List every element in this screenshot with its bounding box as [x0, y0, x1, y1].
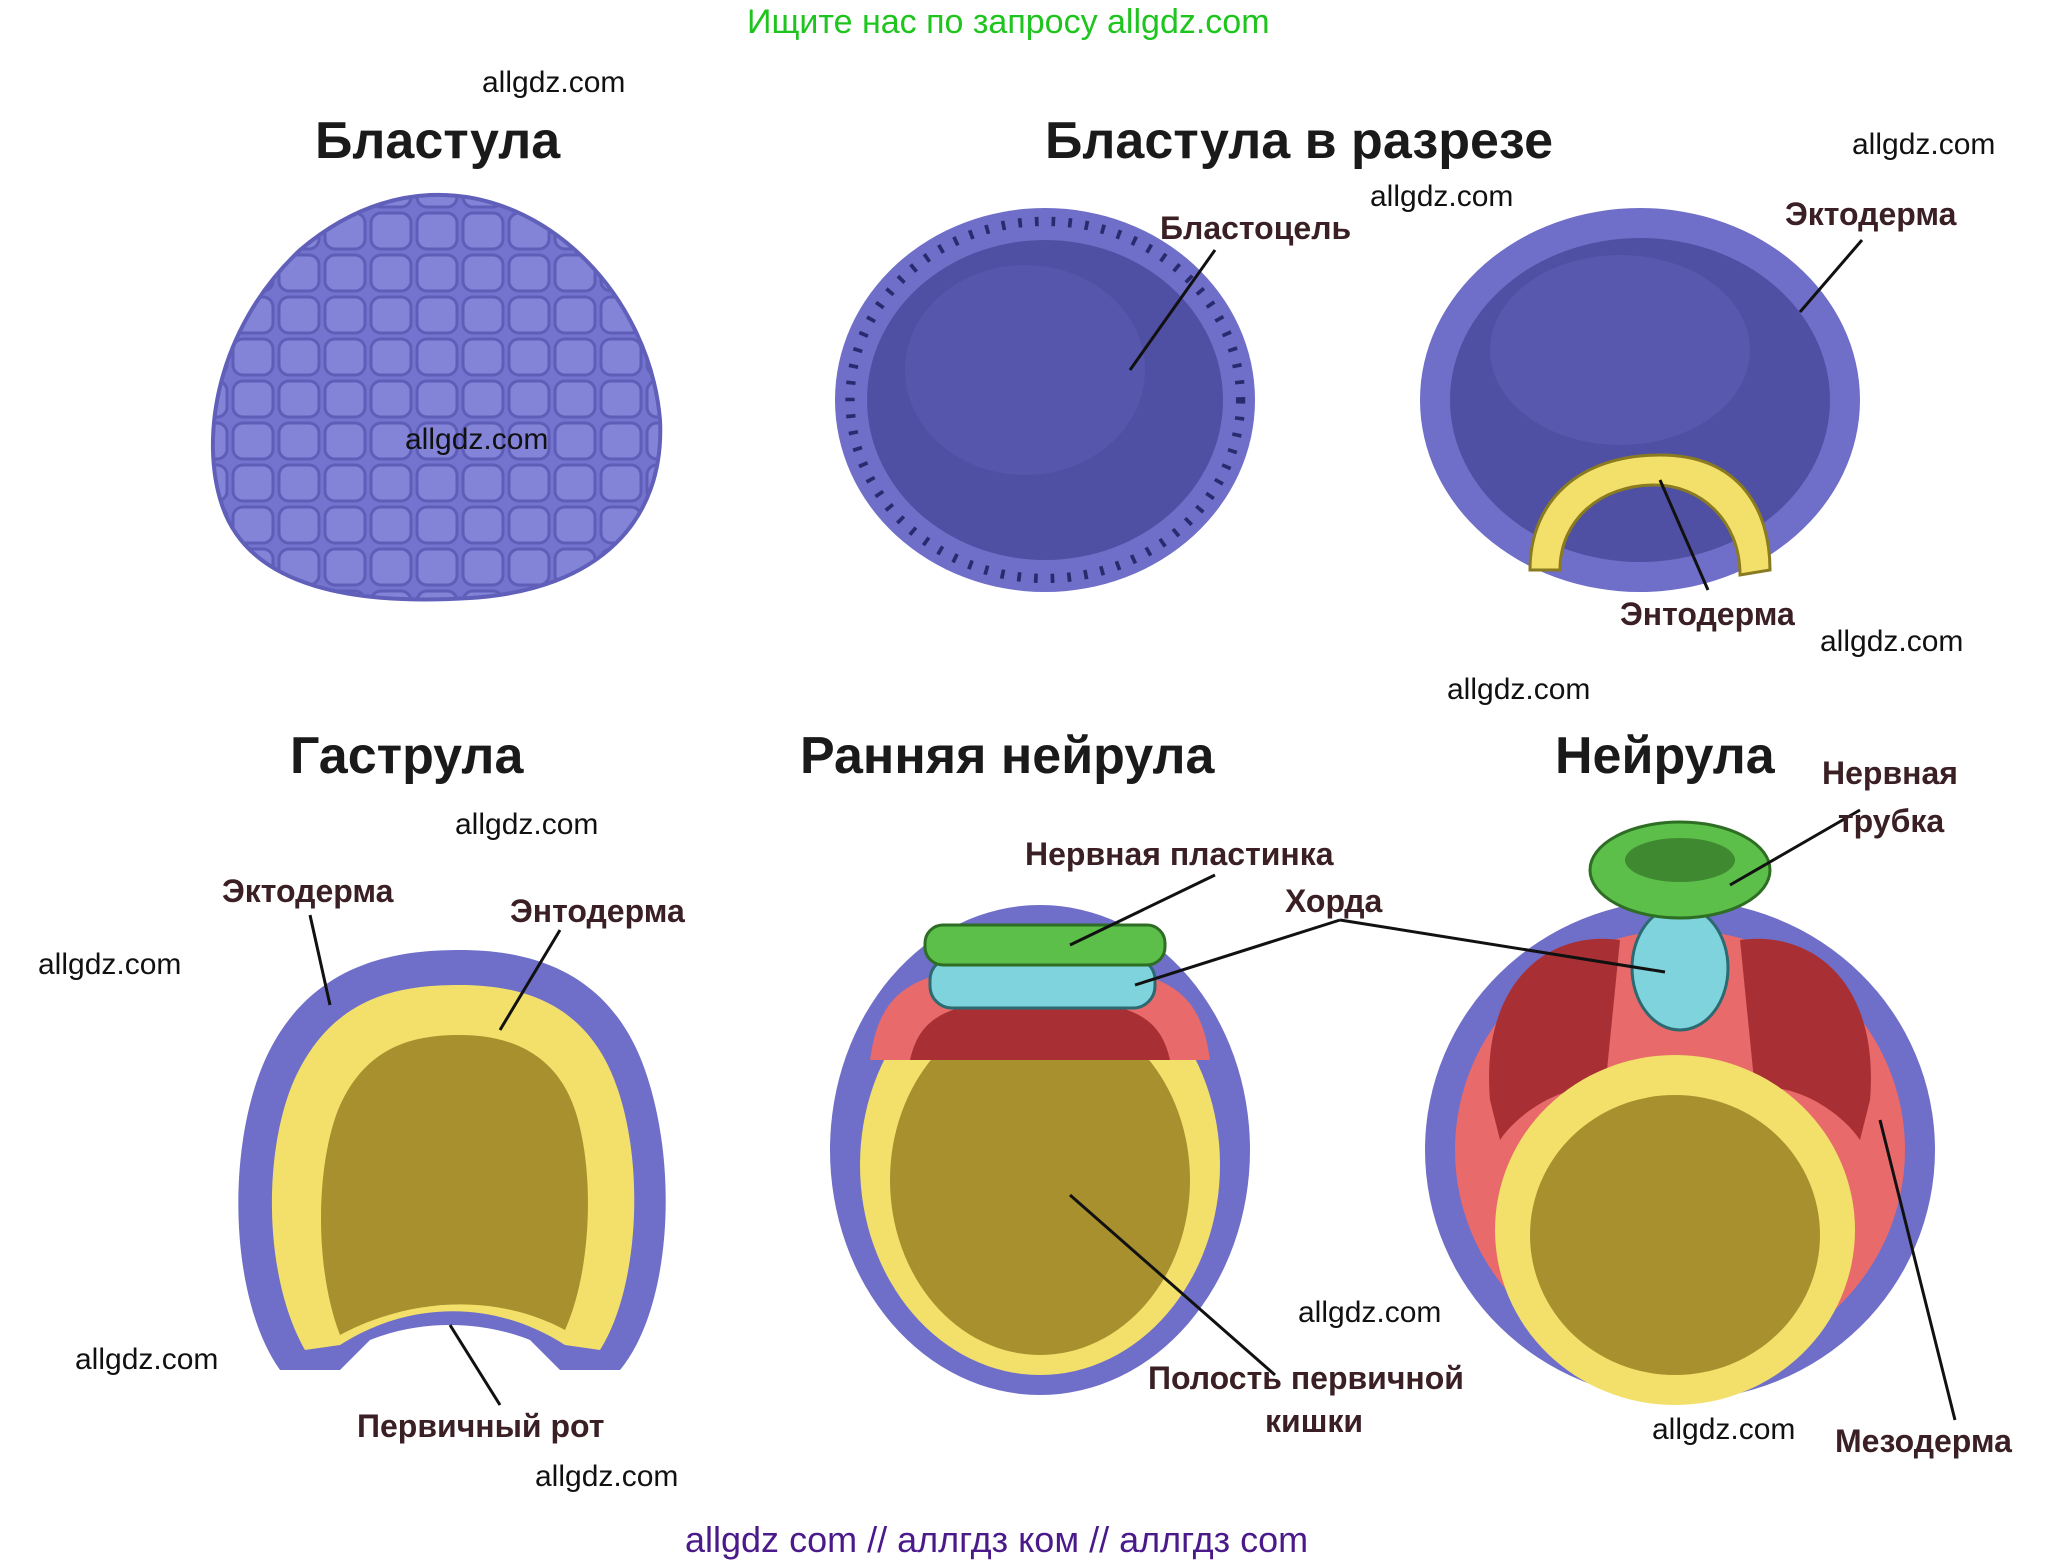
title-blastula: Бластула — [315, 112, 561, 170]
banner-text: Ищите нас по запросу allgdz.com — [747, 3, 1270, 41]
label-endoderm-gastrula: Энтодерма — [510, 893, 685, 929]
label-gut-cavity-line1: Полость первичной — [1148, 1360, 1464, 1396]
label-blastocoel: Бластоцель — [1160, 210, 1352, 246]
label-endoderm-top: Энтодерма — [1620, 596, 1795, 632]
watermark: allgdz.com — [535, 1460, 679, 1493]
leader-lines — [308, 239, 1957, 1421]
footer-text: allgdz com // аллгдз ком // аллгдз com — [685, 1519, 1309, 1560]
blastula-section — [835, 208, 1255, 592]
watermark: allgdz.com — [455, 808, 599, 841]
title-gastrula: Гаструла — [290, 727, 524, 785]
label-neural-tube-line2: трубка — [1838, 803, 1945, 839]
watermark: allgdz.com — [405, 423, 549, 456]
label-ectoderm-top: Эктодерма — [1785, 196, 1957, 232]
watermark: allgdz.com — [38, 948, 182, 981]
label-neural-plate: Нервная пластинка — [1025, 836, 1334, 872]
gastrula — [238, 950, 666, 1370]
blastula-whole — [210, 192, 663, 602]
watermark: allgdz.com — [75, 1343, 219, 1376]
label-ectoderm-gastrula: Эктодерма — [222, 873, 394, 909]
watermark: allgdz.com — [482, 66, 626, 99]
label-neural-tube-line1: Нервная — [1822, 755, 1958, 791]
label-primary-mouth: Первичный рот — [357, 1408, 605, 1444]
watermark: allgdz.com — [1652, 1413, 1796, 1446]
blastula-endoderm — [1420, 208, 1860, 592]
neurula — [1425, 820, 1935, 1405]
watermark: allgdz.com — [1447, 673, 1591, 706]
label-gut-cavity-line2: кишки — [1265, 1403, 1364, 1439]
watermark: allgdz.com — [1820, 625, 1964, 658]
label-chorda: Хорда — [1285, 883, 1383, 919]
early-neurula — [830, 905, 1250, 1395]
title-neurula: Нейрула — [1555, 727, 1775, 785]
watermark: allgdz.com — [1370, 180, 1514, 213]
title-early-neurula: Ранняя нейрула — [800, 727, 1215, 785]
watermark: allgdz.com — [1852, 128, 1996, 161]
label-mesoderm: Мезодерма — [1835, 1423, 2012, 1459]
watermark: allgdz.com — [1298, 1296, 1442, 1329]
title-blastula-section: Бластула в разрезе — [1045, 112, 1553, 170]
